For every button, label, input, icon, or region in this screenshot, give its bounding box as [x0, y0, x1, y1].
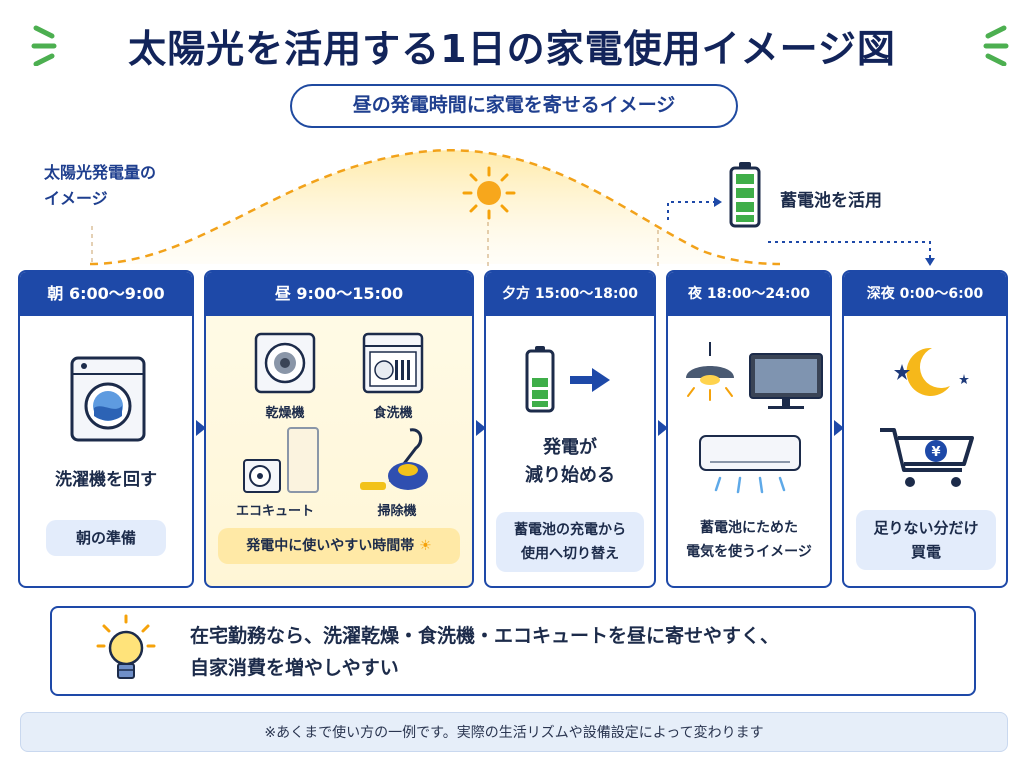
tip-text: 在宅勤務なら、洗濯乾燥・食洗機・エコキュートを昼に寄せやすく、 自家消費を増やし…: [190, 625, 780, 679]
panel-night: 夜 18:00〜24:00 蓄電池にためた 電気を使うイメージ: [666, 270, 832, 588]
moon-icon: [894, 347, 969, 396]
washing-machine-icon: [70, 356, 146, 442]
appliance-label: 掃除機: [377, 504, 417, 519]
panel-main-text: 発電が 減り始める: [525, 437, 615, 486]
lightbulb-icon: [96, 614, 156, 679]
battery-icon: [729, 162, 761, 228]
sparkle-icon: [983, 25, 1009, 66]
footnote: ※あくまで使い方の一例です。実際の生活リズムや設備設定によって変わります: [20, 712, 1008, 752]
vacuum-icon: [360, 428, 428, 490]
panel-header: 夕方 15:00〜18:00: [486, 272, 654, 316]
dryer-icon: [254, 332, 316, 394]
appliance-label: 乾燥機: [265, 406, 305, 421]
page-title: 太陽光を活用する1日の家電使用イメージ図: [128, 27, 896, 71]
arrow-right-icon: [570, 376, 594, 384]
tv-icon: [749, 353, 823, 409]
sun-icon: [462, 166, 516, 220]
tip-box: [50, 606, 976, 696]
battery-label: 蓄電池を活用: [780, 191, 882, 211]
panel-header: 昼 9:00〜15:00: [206, 272, 472, 316]
panel-header: 深夜 0:00〜6:00: [844, 272, 1006, 316]
subtitle-pill: 昼の発電時間に家電を寄せるイメージ: [290, 84, 738, 128]
arrow-right-icon: [476, 420, 486, 436]
panel-note: 発電中に使いやすい時間帯 ☀: [218, 528, 460, 564]
air-conditioner-icon: [699, 435, 801, 494]
appliance-label: 食洗機: [373, 406, 413, 421]
heat-pump-icon: [243, 427, 319, 493]
sparkle-icon: [31, 25, 57, 66]
panel-evening: 夕方 15:00〜18:00 発電が 減り始める 蓄電池の充電から 使用へ切り替…: [484, 270, 656, 588]
sun-icon: ☀: [419, 538, 432, 554]
solar-curve: [89, 149, 935, 266]
panel-note: 蓄電池にためた 電気を使うイメージ: [686, 520, 812, 560]
panel-note: 足りない分だけ 買電: [856, 510, 996, 570]
panel-header: 朝 6:00〜9:00: [20, 272, 192, 316]
arrow-right-icon: [834, 420, 844, 436]
svg-text:¥: ¥: [931, 445, 940, 460]
panel-morning: 朝 6:00〜9:00 洗濯機を回す 朝の準備: [18, 270, 194, 588]
panel-noon: 昼 9:00〜15:00 乾燥機 食洗機 エコキュート 掃除機 発電中に使いやす…: [204, 270, 474, 588]
solar-generation-label: 太陽光発電量の イメージ: [44, 163, 157, 208]
arrow-right-icon: [658, 420, 668, 436]
cart-yen-icon: ¥: [880, 428, 974, 487]
panel-midnight: 深夜 0:00〜6:00 ¥ 足りない分だけ 買電: [842, 270, 1008, 588]
panel-header: 夜 18:00〜24:00: [668, 272, 830, 316]
battery-icon: [525, 346, 610, 413]
panel-main-text: 洗濯機を回す: [55, 470, 157, 490]
panel-note: 蓄電池の充電から 使用へ切り替え: [496, 512, 644, 572]
ceiling-lamp-icon: [686, 342, 734, 401]
arrow-right-icon: [196, 420, 206, 436]
dishwasher-icon: [362, 332, 424, 394]
panel-note: 朝の準備: [46, 520, 166, 556]
appliance-label: エコキュート: [235, 504, 314, 519]
